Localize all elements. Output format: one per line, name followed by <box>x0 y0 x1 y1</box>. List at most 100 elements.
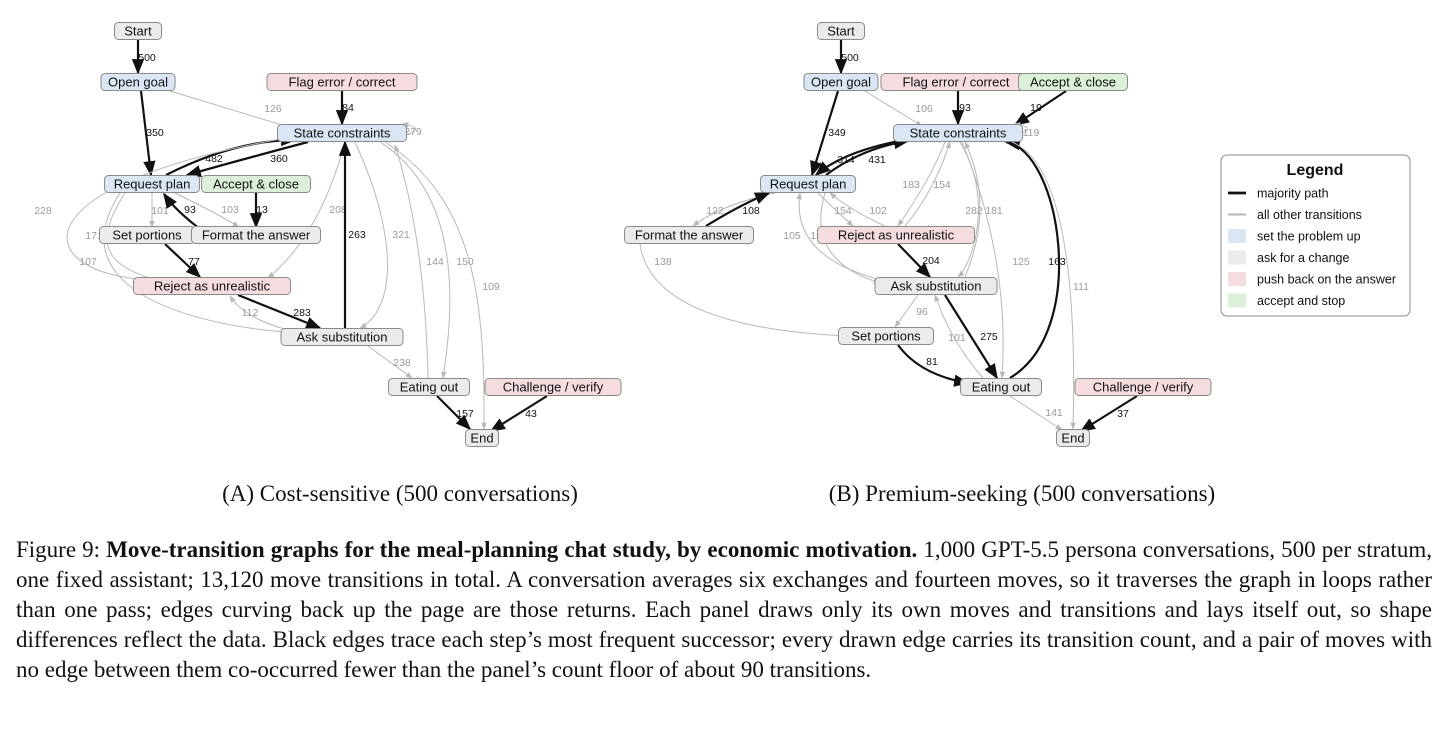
figure-caption: Figure 9: Move-transition graphs for the… <box>16 535 1432 685</box>
edge-state-to-end-111 <box>1011 141 1076 430</box>
edge-open-to-state-106-label: 106 <box>915 103 933 115</box>
panel-b-caption: (B) Premium-seeking (500 conversations) <box>829 481 1215 506</box>
edge-asksub-to-reject-112-label: 112 <box>242 307 259 319</box>
node-flag-error-correct-box <box>266 73 418 91</box>
node-ask-substitution: Ask substitution <box>874 277 998 295</box>
edge-format-to-request-93 <box>163 192 201 230</box>
node-eating-out-box <box>960 378 1042 396</box>
node-accept-close-label: Accept & close <box>213 177 299 192</box>
edge-open-to-state-126-label: 126 <box>264 103 282 115</box>
node-challenge-verify-label: Challenge / verify <box>503 380 604 395</box>
node-open-goal-label: Open goal <box>811 75 871 90</box>
edge-request-to-reject-171 <box>106 192 161 283</box>
edge-eating-to-state-144-label: 144 <box>426 256 444 268</box>
node-request-plan-box <box>104 175 200 193</box>
node-format-the-answer-box <box>624 226 754 244</box>
edge-challenge-to-end-43 <box>489 395 548 432</box>
edge-state-to-reject-208-label: 208 <box>329 204 347 216</box>
edge-open-to-request-350-label: 350 <box>146 127 164 139</box>
edge-request-to-asksub-156 <box>820 192 881 284</box>
edge-asksub-to-eating-238-label: 238 <box>393 357 411 369</box>
edge-eating-to-end-141 <box>1009 395 1063 431</box>
edge-state-to-reject-183 <box>897 141 946 227</box>
legend-push-back-on-the-answer-swatch <box>1228 272 1246 286</box>
edge-reject-to-asksub-204-label: 204 <box>922 255 940 267</box>
node-reject-as-unrealistic-label: Reject as unrealistic <box>154 279 271 294</box>
node-flag-error-correct-label: Flag error / correct <box>903 75 1010 90</box>
edge-start-to-open-500-label: 500 <box>138 52 156 64</box>
edge-state-to-state-279-label: 279 <box>404 126 422 138</box>
node-set-portions-label: Set portions <box>851 329 921 344</box>
node-request-plan-label: Request plan <box>770 177 847 192</box>
edge-state-to-state-119-label: 119 <box>1023 127 1040 139</box>
legend-title: Legend <box>1287 162 1344 179</box>
edge-request-to-state-431 <box>825 136 910 176</box>
node-end-box <box>1056 429 1090 447</box>
edge-setp-to-reject-77-label: 77 <box>188 256 200 268</box>
edge-state-to-end-111-label: 111 <box>1073 281 1089 293</box>
edge-state-to-reject-228-label: 228 <box>34 205 52 217</box>
edge-asksub-to-eating-275 <box>944 294 998 380</box>
node-flag-error-correct-label: Flag error / correct <box>289 75 396 90</box>
legend-ask-for-a-change-swatch <box>1228 250 1246 265</box>
edge-eating-to-asksub-101-label: 101 <box>948 332 966 344</box>
edge-asksub-to-eating-238 <box>367 345 413 379</box>
node-challenge-verify: Challenge / verify <box>1074 378 1212 396</box>
edge-asksub-to-setp-96 <box>894 294 919 328</box>
edge-challenge-to-end-37 <box>1079 395 1138 432</box>
edge-open-to-state-106 <box>864 90 923 127</box>
edge-reject-to-state-154 <box>904 141 951 227</box>
node-open-goal-box <box>803 73 879 91</box>
legend-set-the-problem-up-swatch <box>1228 229 1246 243</box>
node-open-goal: Open goal <box>803 73 879 91</box>
edge-reject-to-state-154-label: 154 <box>933 179 951 191</box>
edge-state-to-eating-150-label: 150 <box>456 256 474 268</box>
edge-open-to-request-350 <box>139 90 156 177</box>
legend-majority-path-label: majority path <box>1257 187 1329 201</box>
edge-open-to-request-349 <box>810 90 840 177</box>
node-accept-close: Accept & close <box>201 175 311 193</box>
node-eating-out: Eating out <box>388 378 470 396</box>
edge-request-to-reject-154-label: 154 <box>834 205 852 217</box>
edge-format-to-request-93-label: 93 <box>184 204 196 216</box>
node-state-constraints: State constraints <box>277 124 407 142</box>
edge-request-to-state-431-label: 431 <box>868 154 886 166</box>
node-state-constraints: State constraints <box>893 124 1023 142</box>
edge-asksub-to-request-105-label: 105 <box>783 230 801 242</box>
edge-eating-to-end-157 <box>436 395 472 431</box>
edge-state-to-reject-228 <box>66 136 293 283</box>
edge-flag-to-state-84-label: 84 <box>342 102 354 114</box>
node-accept-close-box <box>201 175 311 193</box>
node-challenge-verify-label: Challenge / verify <box>1093 380 1194 395</box>
node-ask-substitution: Ask substitution <box>280 328 404 346</box>
edge-state-to-asksub-282-label: 282 <box>965 205 983 217</box>
edge-reject-to-asksub-283-label: 283 <box>293 307 311 319</box>
edge-format-to-setp-138-label: 138 <box>654 256 672 268</box>
node-start-label: Start <box>827 24 855 39</box>
edge-format-to-setp-138 <box>639 243 849 339</box>
edge-state-to-asksub-321-label: 321 <box>392 229 410 241</box>
node-challenge-verify: Challenge / verify <box>484 378 622 396</box>
edge-eating-to-end-157-label: 157 <box>456 408 474 420</box>
edge-eating-to-state-163 <box>1004 137 1061 379</box>
edge-request-to-format-103-label: 103 <box>221 204 239 216</box>
node-eating-out-label: Eating out <box>972 380 1031 395</box>
node-end-box <box>465 429 499 447</box>
edge-asksub-to-state-181-label: 181 <box>985 205 1003 217</box>
edge-eating-to-state-144 <box>394 144 429 379</box>
edge-state-to-request-360 <box>185 140 309 178</box>
edge-state-to-request-314-label: 314 <box>837 154 855 166</box>
edge-request-to-reject-171-label: 171 <box>85 230 103 242</box>
node-set-portions-box <box>838 327 934 345</box>
edge-asksub-to-eating-275-label: 275 <box>980 331 998 343</box>
edge-eating-to-asksub-101 <box>934 294 984 379</box>
edge-state-to-asksub-321 <box>354 141 388 329</box>
edge-state-to-eating-125-label: 125 <box>1012 256 1030 268</box>
edge-setp-to-reject-77 <box>164 243 202 279</box>
node-accept-close-label: Accept & close <box>1030 75 1116 90</box>
edge-eating-to-state-163-label: 163 <box>1048 256 1066 268</box>
node-ask-substitution-box <box>874 277 998 295</box>
